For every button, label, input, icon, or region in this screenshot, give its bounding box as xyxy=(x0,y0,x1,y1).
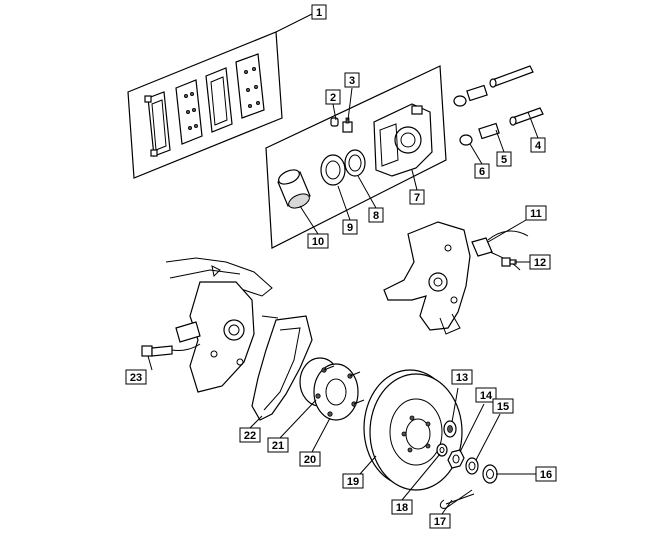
pin-boot xyxy=(453,95,473,146)
piston-seal xyxy=(344,149,366,177)
brake-pad xyxy=(205,67,233,133)
callout-label: 12 xyxy=(534,257,546,269)
callout-label: 4 xyxy=(535,140,542,152)
callout-4: 4 xyxy=(530,137,546,153)
callout-3: 3 xyxy=(344,72,360,88)
callout-5: 5 xyxy=(496,151,512,167)
grease-cap xyxy=(482,464,498,484)
hub-nut-hardware xyxy=(436,420,498,509)
callout-label: 3 xyxy=(349,75,355,87)
callout-label: 2 xyxy=(330,92,336,104)
bleeder-cap xyxy=(330,117,339,127)
callout-18: 18 xyxy=(391,499,413,515)
callout-16: 16 xyxy=(535,466,557,482)
callout-10: 10 xyxy=(307,233,329,249)
callout-23: 23 xyxy=(125,369,147,385)
brake-rotor xyxy=(363,369,463,491)
suspension-bracket xyxy=(165,257,273,393)
caliper-piston xyxy=(277,169,311,209)
callout-21: 21 xyxy=(267,437,289,453)
callout-label: 8 xyxy=(373,210,379,222)
leader-lines xyxy=(147,87,539,515)
guide-pin xyxy=(509,107,544,126)
brake-pad xyxy=(235,53,265,119)
callout-8: 8 xyxy=(368,207,384,223)
callout-20: 20 xyxy=(299,451,321,467)
hub-nut xyxy=(447,449,465,469)
cotter-pin xyxy=(439,489,475,509)
callout-2: 2 xyxy=(325,89,341,105)
callout-1: 1 xyxy=(311,4,327,20)
outer-bearing xyxy=(443,420,457,438)
wheel-speed-sensor xyxy=(471,230,529,271)
hub-bearing xyxy=(299,357,365,421)
callout-6: 6 xyxy=(474,163,490,179)
callout-22: 22 xyxy=(239,427,261,443)
callout-label: 6 xyxy=(479,166,485,178)
callout-label: 17 xyxy=(434,516,446,528)
callout-12: 12 xyxy=(529,254,551,270)
callout-label: 13 xyxy=(456,372,468,384)
callout-17: 17 xyxy=(429,513,451,529)
callout-19: 19 xyxy=(342,473,364,489)
brake-pad-panel xyxy=(127,13,313,179)
caliper-panel xyxy=(265,65,447,249)
callout-label: 20 xyxy=(304,454,316,466)
pin-bushing xyxy=(466,84,500,140)
callout-11: 11 xyxy=(525,205,547,221)
callout-13: 13 xyxy=(451,369,473,385)
callout-15: 15 xyxy=(492,398,514,414)
brake-pad xyxy=(144,91,171,157)
guide-pin xyxy=(489,65,534,88)
bleeder-screw xyxy=(342,117,353,133)
mounting-bolt-23 xyxy=(141,343,201,357)
dust-boot xyxy=(320,154,346,186)
nut-retainer xyxy=(465,457,479,475)
steering-knuckle xyxy=(383,221,471,335)
callout-label: 14 xyxy=(480,390,493,402)
splash-shield xyxy=(251,315,313,421)
callout-label: 11 xyxy=(530,208,542,220)
callout-7: 7 xyxy=(409,189,425,205)
callout-label: 19 xyxy=(347,476,359,488)
thrust-washer xyxy=(436,443,448,457)
callout-label: 5 xyxy=(501,154,507,166)
callout-label: 15 xyxy=(497,401,509,413)
callout-label: 23 xyxy=(130,372,142,384)
callout-14: 14 xyxy=(475,387,497,403)
callout-label: 9 xyxy=(347,222,353,234)
callout-label: 1 xyxy=(316,7,322,19)
callout-label: 10 xyxy=(312,236,324,248)
callout-label: 7 xyxy=(414,192,420,204)
callout-label: 18 xyxy=(396,502,408,514)
guide-pins xyxy=(453,65,544,146)
callout-label: 22 xyxy=(244,430,256,442)
caliper-housing xyxy=(373,103,433,177)
callout-label: 21 xyxy=(272,440,284,452)
brake-pad xyxy=(175,79,203,145)
callout-label: 16 xyxy=(540,469,552,481)
callout-9: 9 xyxy=(342,219,358,235)
